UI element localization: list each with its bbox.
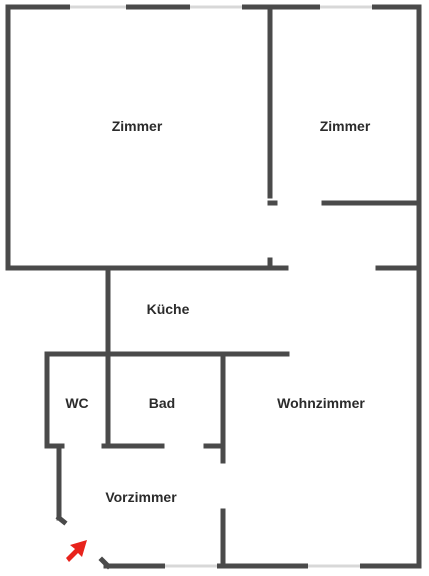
entrance-arrow	[66, 540, 87, 562]
windows	[68, 4, 372, 569]
room-label-zimmer-2: Zimmer	[320, 118, 371, 134]
room-labels: Zimmer Zimmer Küche WC Bad Wohnzimmer Vo…	[65, 118, 370, 505]
room-label-vorzimmer: Vorzimmer	[105, 489, 177, 505]
room-label-wc: WC	[65, 395, 88, 411]
room-label-zimmer-1: Zimmer	[112, 118, 163, 134]
room-label-kueche: Küche	[147, 301, 190, 317]
room-label-wohnzimmer: Wohnzimmer	[277, 395, 365, 411]
outer-walls	[5, 4, 422, 569]
wall-entrance-right	[98, 556, 112, 570]
arrow-up-right-icon	[66, 540, 87, 562]
wall-vorzimmer-corner	[55, 514, 68, 526]
interior-walls	[5, 4, 422, 570]
room-label-bad: Bad	[149, 395, 175, 411]
